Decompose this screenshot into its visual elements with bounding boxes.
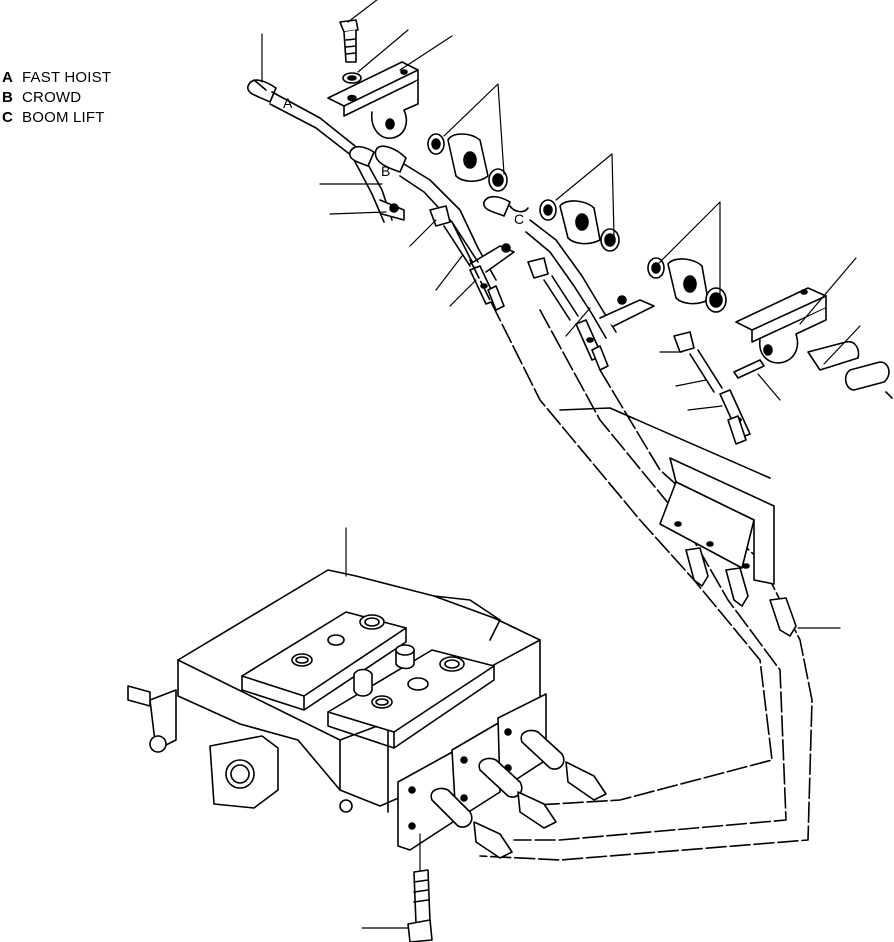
right-bracket [735,287,827,364]
cable-anchor-plate [659,457,797,637]
control-valve [127,569,607,859]
legend: A FAST HOIST B CROWD C BOOM LIFT [2,68,111,128]
legend-label: BOOM LIFT [22,109,105,126]
washer [342,72,362,84]
top-bolt [339,19,359,63]
left-bracket [327,61,419,139]
lever-b-label: B [381,163,390,179]
legend-item-fast-hoist: A FAST HOIST [2,68,111,88]
legend-item-boom-lift: C BOOM LIFT [2,108,111,128]
legend-key: B [2,89,13,106]
leader-lines [261,0,861,929]
legend-item-crowd: B CROWD [2,88,111,108]
lever-c [483,195,655,339]
cable-fittings [487,285,747,445]
pivot-bushing-1 [427,133,508,192]
legend-key: A [2,69,13,86]
legend-label: CROWD [22,89,82,106]
pivot-bushing-2 [539,199,620,252]
legend-label: FAST HOIST [22,69,112,86]
lever-a-label: A [283,95,293,111]
bottom-bolt [407,869,433,942]
legend-key: C [2,109,13,126]
lever-c-label: C [514,211,524,227]
pivot-bushing-3 [647,257,727,313]
pin [733,359,765,379]
sleeve-tube [807,340,893,399]
